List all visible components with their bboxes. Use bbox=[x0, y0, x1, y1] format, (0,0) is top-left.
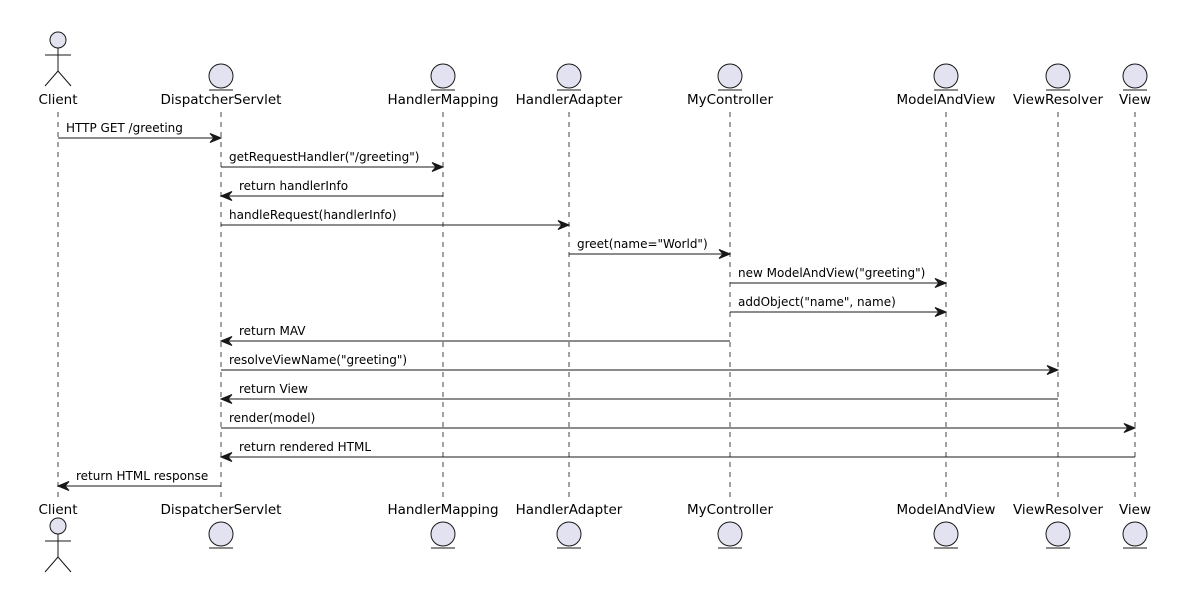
message-1: HTTP GET /greeting bbox=[58, 121, 223, 143]
arrowhead bbox=[219, 452, 233, 462]
entity-icon bbox=[430, 63, 456, 91]
participant-label: Client bbox=[38, 92, 77, 108]
arrowhead bbox=[219, 394, 233, 404]
message-10: return View bbox=[219, 382, 1058, 404]
message-13: return HTML response bbox=[56, 469, 221, 491]
lifelines bbox=[57, 112, 1136, 497]
message-label: handleRequest(handlerInfo) bbox=[229, 208, 397, 222]
arrowhead bbox=[934, 278, 948, 288]
participant-label: DispatcherServlet bbox=[161, 502, 282, 518]
message-label: return handlerInfo bbox=[239, 179, 348, 193]
participant-label: ModelAndView bbox=[897, 502, 996, 518]
participant-adapter-top: HandlerAdapter bbox=[516, 63, 623, 108]
participant-label: View bbox=[1119, 502, 1151, 518]
participant-view-bottom: View bbox=[1119, 502, 1151, 549]
participant-resolver-bottom: ViewResolver bbox=[1013, 502, 1103, 549]
participant-dispatcher-bottom: DispatcherServlet bbox=[161, 502, 282, 549]
participant-label: ViewResolver bbox=[1013, 502, 1103, 518]
entity-icon bbox=[1122, 521, 1148, 549]
participant-mapping-bottom: HandlerMapping bbox=[387, 502, 499, 549]
participant-label: View bbox=[1119, 92, 1151, 108]
participant-controller-top: MyController bbox=[687, 63, 773, 108]
participant-client-bottom: Client bbox=[38, 502, 78, 573]
arrowhead bbox=[557, 220, 571, 230]
message-label: getRequestHandler("/greeting") bbox=[229, 150, 419, 164]
participant-mapping-top: HandlerMapping bbox=[387, 63, 499, 108]
participant-mav-bottom: ModelAndView bbox=[897, 502, 996, 549]
entity-icon bbox=[1045, 521, 1071, 549]
message-9: resolveViewName("greeting") bbox=[221, 353, 1060, 375]
participant-view-top: View bbox=[1119, 63, 1151, 108]
arrowhead bbox=[718, 249, 732, 259]
actor-icon bbox=[44, 517, 72, 573]
participant-resolver-top: ViewResolver bbox=[1013, 63, 1103, 108]
participant-label: Client bbox=[38, 502, 77, 518]
entity-icon bbox=[717, 63, 743, 91]
message-label: return rendered HTML bbox=[239, 440, 371, 454]
message-label: greet(name="World") bbox=[577, 237, 708, 251]
participant-label: HandlerAdapter bbox=[516, 92, 623, 108]
entity-icon bbox=[717, 521, 743, 549]
message-label: new ModelAndView("greeting") bbox=[738, 266, 925, 280]
entity-icon bbox=[208, 63, 234, 91]
message-label: HTTP GET /greeting bbox=[66, 121, 183, 135]
arrowhead bbox=[934, 307, 948, 317]
participant-dispatcher-top: DispatcherServlet bbox=[161, 63, 282, 108]
message-label: return MAV bbox=[239, 324, 306, 338]
entity-icon bbox=[556, 63, 582, 91]
entity-icon bbox=[430, 521, 456, 549]
arrowhead bbox=[431, 162, 445, 172]
participants-bottom: Client DispatcherServlet HandlerMapping Han… bbox=[38, 502, 1151, 573]
arrowhead bbox=[219, 336, 233, 346]
message-label: return View bbox=[239, 382, 308, 396]
arrowhead bbox=[219, 191, 233, 201]
participant-label: MyController bbox=[687, 502, 773, 518]
participant-label: ViewResolver bbox=[1013, 92, 1103, 108]
entity-icon bbox=[1122, 63, 1148, 91]
message-label: render(model) bbox=[229, 411, 315, 425]
messages: HTTP GET /greeting getRequestHandler("/gr… bbox=[56, 121, 1137, 491]
message-label: return HTML response bbox=[76, 469, 208, 483]
actor-icon bbox=[44, 31, 72, 87]
message-6: new ModelAndView("greeting") bbox=[730, 266, 948, 288]
participant-label: HandlerMapping bbox=[387, 502, 498, 518]
participant-label: HandlerMapping bbox=[387, 92, 498, 108]
arrowhead bbox=[209, 133, 223, 143]
message-2: getRequestHandler("/greeting") bbox=[221, 150, 445, 172]
participant-label: ModelAndView bbox=[897, 92, 996, 108]
entity-icon bbox=[208, 521, 234, 549]
participant-label: MyController bbox=[687, 92, 773, 108]
participant-controller-bottom: MyController bbox=[687, 502, 773, 549]
message-4: handleRequest(handlerInfo) bbox=[221, 208, 571, 230]
message-12: return rendered HTML bbox=[219, 440, 1135, 462]
participant-adapter-bottom: HandlerAdapter bbox=[516, 502, 623, 549]
arrowhead bbox=[1123, 423, 1137, 433]
participant-label: DispatcherServlet bbox=[161, 92, 282, 108]
participant-label: HandlerAdapter bbox=[516, 502, 623, 518]
message-11: render(model) bbox=[221, 411, 1137, 433]
message-label: resolveViewName("greeting") bbox=[229, 353, 407, 367]
arrowhead bbox=[1046, 365, 1060, 375]
message-7: addObject("name", name) bbox=[730, 295, 948, 317]
entity-icon bbox=[556, 521, 582, 549]
message-8: return MAV bbox=[219, 324, 730, 346]
entity-icon bbox=[1045, 63, 1071, 91]
participants-top: Client DispatcherServlet HandlerMapping Han… bbox=[38, 31, 1151, 108]
entity-icon bbox=[933, 63, 959, 91]
participant-client-top: Client bbox=[38, 31, 78, 108]
message-label: addObject("name", name) bbox=[738, 295, 896, 309]
participant-mav-top: ModelAndView bbox=[897, 63, 996, 108]
entity-icon bbox=[933, 521, 959, 549]
message-3: return handlerInfo bbox=[219, 179, 443, 201]
message-5: greet(name="World") bbox=[569, 237, 732, 259]
arrowhead bbox=[56, 481, 70, 491]
